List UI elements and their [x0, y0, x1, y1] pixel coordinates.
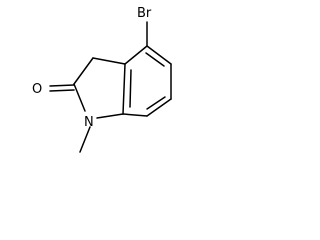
- bond-c3-c3a: [92, 57, 126, 65]
- oxygen-label: O: [32, 82, 42, 97]
- bond-c7-c7a: [122, 113, 148, 117]
- nitrogen-label: N: [84, 115, 94, 130]
- bond-c2-o-1: [49, 84, 75, 87]
- bond-n1-c2: [73, 83, 86, 112]
- bromine-label: Br: [137, 6, 152, 21]
- bond-c6-c7: [146, 98, 172, 117]
- bond-c2-o-2: [49, 89, 75, 92]
- bond-c2-c3: [73, 57, 94, 85]
- bond-c7a-c3a-inner: [129, 69, 132, 108]
- bond-c4-c5: [146, 45, 172, 65]
- molecule-structure: Br O N: [32, 6, 172, 153]
- bond-c6-c7-inner: [146, 96, 166, 110]
- bond-c7a-c3a: [122, 63, 126, 115]
- bond-c4-c5-inner: [145, 52, 165, 67]
- bond-c3a-c4: [124, 45, 148, 65]
- bond-c7a-n1: [96, 113, 124, 119]
- bond-n1-methyl: [79, 126, 91, 153]
